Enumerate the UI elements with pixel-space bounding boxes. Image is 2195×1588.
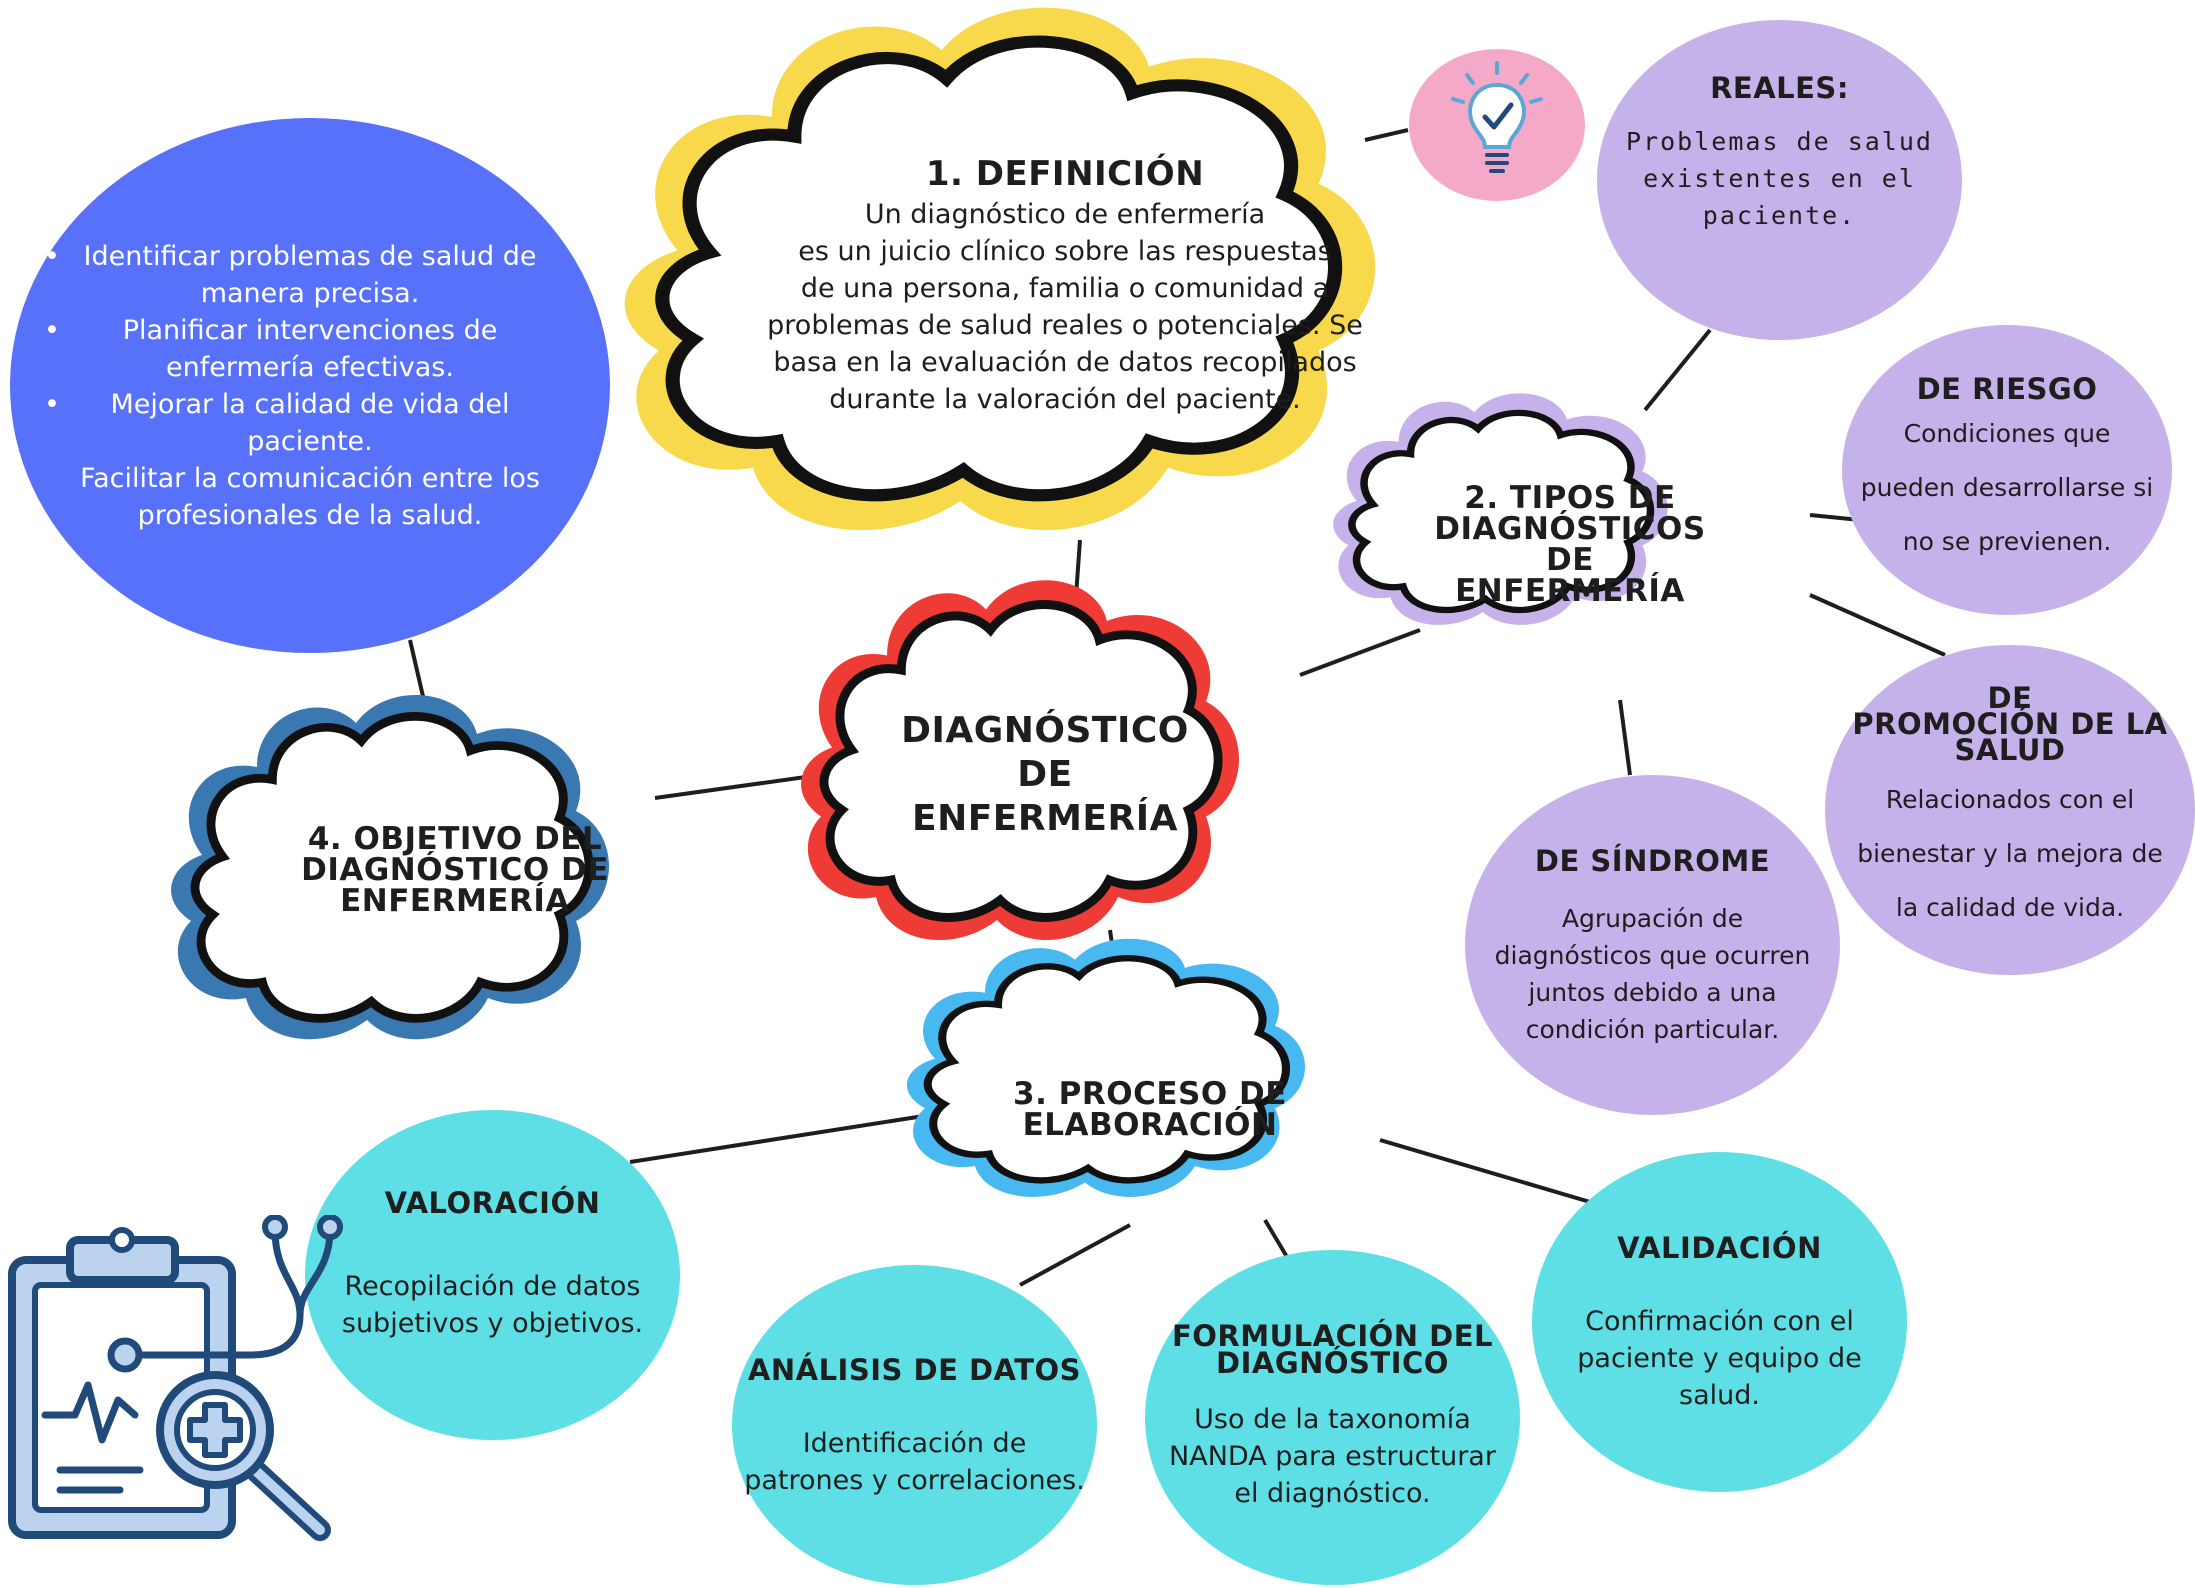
objective-bullet-list: • Identificar problemas de salud de mane…: [44, 238, 570, 534]
objective-bullet-3: • Mejorar la calidad de vida del pacient…: [44, 388, 510, 457]
lightbulb-icon: [1405, 47, 1590, 202]
definition-line-4: problemas de salud reales o potenciales.…: [767, 310, 1363, 341]
center-title: DIAGNÓSTICO DE ENFERMERÍA: [901, 710, 1189, 839]
line-center-types: [1299, 628, 1421, 677]
line-objective-circle: [408, 639, 427, 706]
analisis-title: ANÁLISIS DE DATOS: [747, 1352, 1082, 1387]
definition-line-3: de una persona, familia o comunidad a: [800, 273, 1330, 304]
types-title: 2. TIPOS DE DIAGNÓSTICOS DE ENFERMERÍA: [1434, 480, 1706, 609]
formulacion-circle: FORMULACIÓN DEL DIAGNÓSTICO Uso de la ta…: [1145, 1250, 1520, 1585]
line-process-analisis: [1019, 1223, 1131, 1287]
line-process-validacion: [1379, 1138, 1591, 1204]
line-types-reales: [1643, 328, 1712, 412]
formulacion-title: FORMULACIÓN DEL DIAGNÓSTICO: [1171, 1319, 1494, 1380]
objective-details-circle: • Identificar problemas de salud de mane…: [10, 118, 610, 653]
objective-title: 4. OBJETIVO DEL DIAGNÓSTICO DE ENFERMERÍ…: [301, 820, 609, 919]
definition-line-5: basa en la evaluación de datos recopilad…: [773, 347, 1357, 378]
promocion-circle: DE PROMOCIÓN DE LA SALUD Relacionados co…: [1825, 645, 2195, 975]
sindrome-circle: DE SÍNDROME Agrupación de diagnósticos q…: [1465, 775, 1840, 1115]
definition-line-1: Un diagnóstico de enfermería: [864, 199, 1266, 230]
validacion-circle: VALIDACIÓN Confirmación con el paciente …: [1532, 1152, 1907, 1492]
objective-bullet-2: • Planificar intervenciones de enfermerí…: [44, 314, 498, 383]
definition-line-2: es un juicio clínico sobre las respuesta…: [798, 236, 1332, 267]
definition-title: 1. DEFINICIÓN: [925, 154, 1205, 194]
process-title: 3. PROCESO DE ELABORACIÓN: [1013, 1076, 1287, 1143]
reales-title: REALES:: [1710, 71, 1849, 105]
line-types-sindrome: [1618, 699, 1632, 776]
line-process-valoracion: [629, 1113, 931, 1164]
clipboard-stethoscope-icon: [0, 1214, 345, 1545]
sindrome-title: DE SÍNDROME: [1534, 843, 1771, 878]
riesgo-circle: DE RIESGO Condiciones que pueden desarro…: [1842, 325, 2172, 615]
promocion-title: DE PROMOCIÓN DE LA SALUD: [1852, 681, 2168, 767]
line-center-objective: [654, 773, 821, 800]
definition-text: 1. DEFINICIÓN Un diagnóstico de enfermer…: [740, 140, 1390, 430]
valoracion-circle: VALORACIÓN Recopilación de datos subjeti…: [305, 1110, 680, 1440]
objective-bullet-1: • Identificar problemas de salud de mane…: [44, 240, 537, 309]
validacion-title: VALIDACIÓN: [1617, 1231, 1822, 1265]
valoracion-title: VALORACIÓN: [384, 1186, 601, 1220]
line-types-promocion: [1809, 593, 1946, 657]
objective-extra-item: Facilitar la comunicación entre los prof…: [80, 462, 540, 531]
analisis-circle: ANÁLISIS DE DATOS Identificación de patr…: [732, 1265, 1097, 1585]
reales-circle: REALES: Problemas de salud existentes en…: [1597, 20, 1962, 340]
riesgo-title: DE RIESGO: [1916, 372, 2098, 406]
line-definition-bulb: [1364, 128, 1409, 142]
definition-line-6: durante la valoración del paciente.: [829, 384, 1301, 415]
